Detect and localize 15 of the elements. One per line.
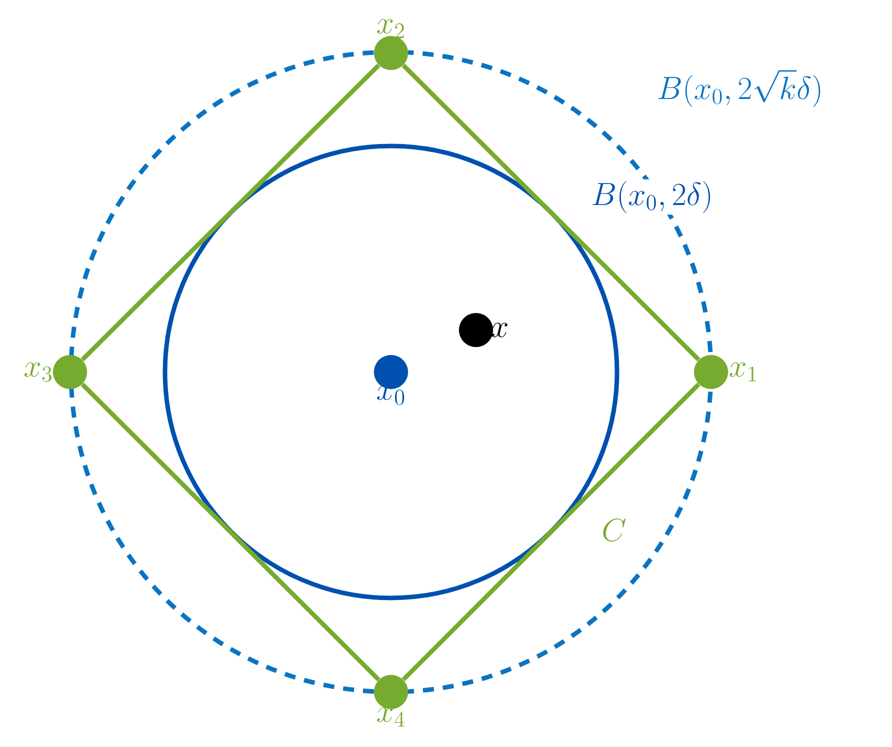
node-label: $x_1$ (730, 362, 756, 382)
node-label: $x_4$ (377, 708, 404, 727)
math-label: $B(x_0, 2\sqrt{k}\delta)$ (655, 67, 825, 109)
node-label: $x_3$ (24, 362, 52, 382)
line (80, 382, 380, 682)
math-label: $C$ (600, 517, 628, 543)
line (402, 382, 700, 682)
node-label: $x_2$ (377, 19, 404, 38)
point: $x_3$ (24, 354, 88, 390)
point: $x_1$ (694, 354, 756, 390)
line (402, 64, 700, 362)
point: $x_4$ (374, 674, 408, 726)
math-label: $B(x_0, 2\delta)$ (590, 179, 714, 215)
line (80, 64, 380, 362)
point: $x_2$ (374, 19, 408, 70)
